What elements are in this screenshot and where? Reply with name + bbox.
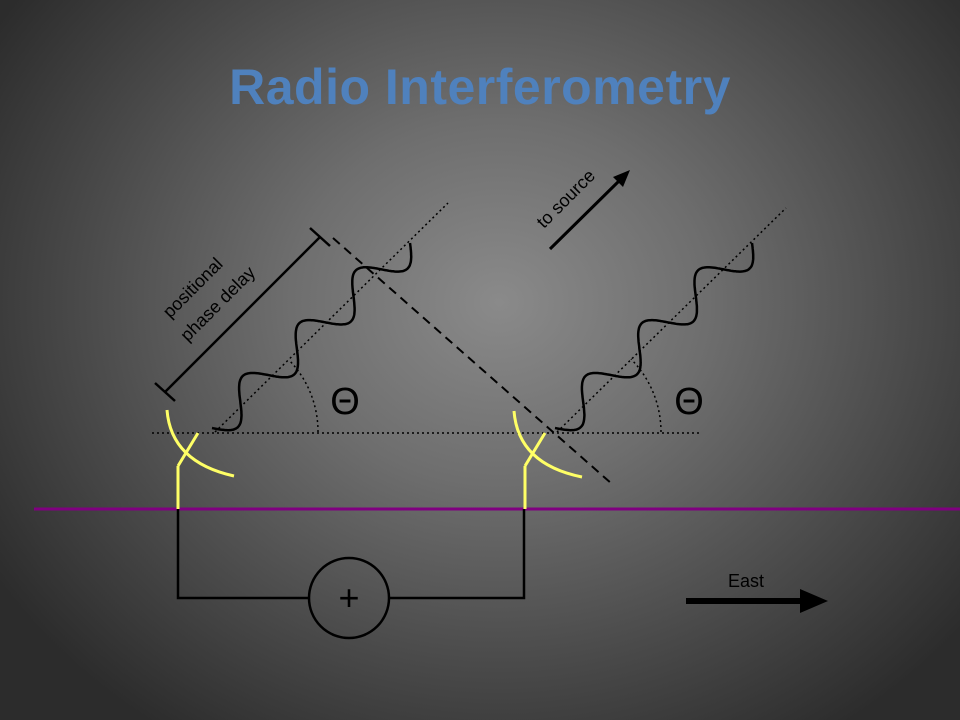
east-label: East [728,571,764,591]
wave-right [554,242,755,432]
combiner-circle [307,556,391,640]
wavefront-dashed [332,237,613,485]
to-source-arrow [548,170,630,251]
angle-arc-right [630,358,662,433]
ray-right-dotted [556,207,787,433]
to-source-label: to source [533,166,600,233]
wave-left [211,242,413,432]
theta-right-label: Θ [674,381,704,423]
antenna-left [165,409,235,509]
signal-wires [176,509,526,600]
slide-title: Radio Interferometry [229,59,731,115]
theta-left-label: Θ [330,381,360,423]
east-arrow [686,589,828,613]
angle-arc-left [288,359,319,433]
phase-delay-bracket [154,227,331,402]
combiner-plus: + [338,577,359,618]
antenna-right [512,410,583,509]
